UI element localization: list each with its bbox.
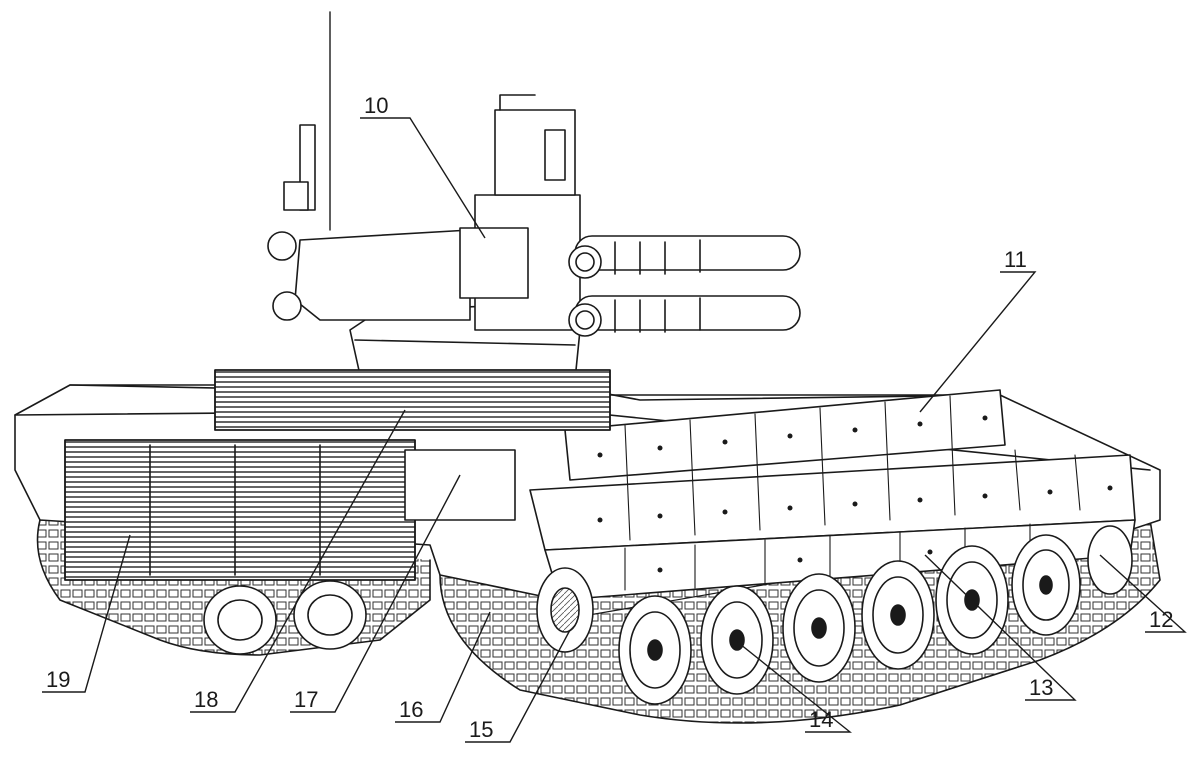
missile-launchers bbox=[568, 235, 801, 337]
leader-line-14 bbox=[734, 639, 852, 733]
leader-line-11 bbox=[919, 271, 1037, 413]
callout-label-19: 19 bbox=[46, 667, 70, 692]
side-armor-panels bbox=[529, 389, 1136, 601]
leader-line-13 bbox=[924, 554, 1077, 701]
callout-label-17: 17 bbox=[294, 687, 318, 712]
callout-label-18: 18 bbox=[194, 687, 218, 712]
leader-line-10 bbox=[360, 117, 486, 239]
road-wheel bbox=[1011, 534, 1081, 636]
road-wheel bbox=[618, 595, 692, 705]
callout-label-14: 14 bbox=[809, 707, 833, 732]
callout-label-16: 16 bbox=[399, 697, 423, 722]
leader-line-17 bbox=[290, 474, 461, 713]
callout-label-13: 13 bbox=[1029, 675, 1053, 700]
idler-wheel bbox=[1087, 525, 1133, 595]
leader-line-12 bbox=[1099, 554, 1187, 633]
callout-labels: 10 11 12 13 14 15 16 17 18 19 bbox=[46, 93, 1173, 742]
turret bbox=[267, 11, 581, 381]
callout-label-12: 12 bbox=[1149, 607, 1173, 632]
leader-line-16 bbox=[395, 611, 491, 723]
road-wheel bbox=[782, 573, 856, 683]
sight-box bbox=[459, 227, 529, 299]
leader-lines bbox=[42, 117, 1187, 743]
leader-line-15 bbox=[465, 629, 571, 743]
callout-label-10: 10 bbox=[364, 93, 388, 118]
callout-label-11: 11 bbox=[1004, 247, 1027, 272]
road-wheel bbox=[203, 585, 277, 655]
leader-line-18 bbox=[190, 409, 406, 713]
road-wheel bbox=[700, 585, 774, 695]
road-wheel bbox=[293, 580, 367, 650]
drive-sprocket bbox=[536, 567, 594, 653]
road-wheel bbox=[861, 560, 935, 670]
callout-label-15: 15 bbox=[469, 717, 493, 742]
leader-line-19 bbox=[42, 534, 131, 693]
